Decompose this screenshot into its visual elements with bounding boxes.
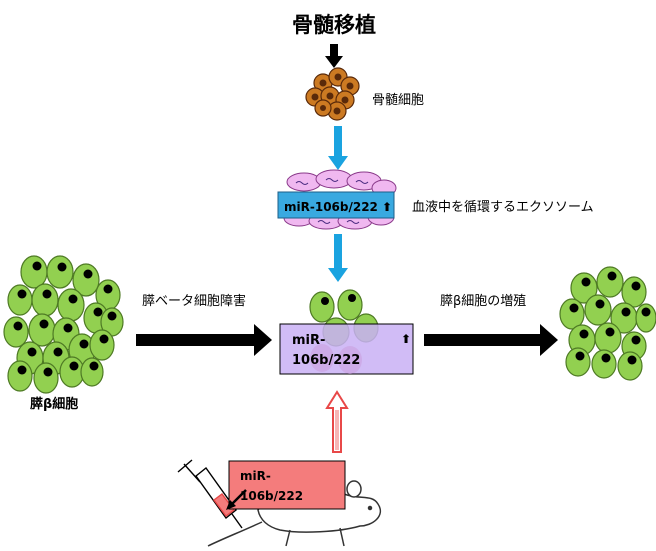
beta-cell <box>31 283 59 317</box>
beta-cell <box>635 303 656 333</box>
beta-cell <box>33 362 59 394</box>
beta-cell-nucleus <box>53 347 63 357</box>
mouse-mir-box <box>228 460 346 510</box>
beta-cell-nucleus <box>621 307 631 317</box>
beta-cell-nucleus <box>579 329 589 339</box>
beta-cell <box>57 288 85 322</box>
beta-cell <box>584 294 612 326</box>
beta-cell-nucleus <box>605 327 615 337</box>
beta-cell-nucleus <box>607 271 617 281</box>
beta-cell-nucleus <box>39 319 49 329</box>
beta-cell-nucleus <box>595 299 605 309</box>
beta-cell <box>7 360 33 392</box>
beta-cell <box>570 272 598 304</box>
center-up-arrow-icon: ⬆ <box>401 332 411 346</box>
beta-cell-nucleus <box>581 277 591 287</box>
bone-marrow-cells-icon <box>305 67 360 121</box>
beta-cell-nucleus <box>43 367 53 377</box>
beta-cell <box>89 329 115 361</box>
proliferation-label: 膵β細胞の増殖 <box>440 293 526 309</box>
beta-cells-left-label: 膵β細胞 <box>30 396 78 412</box>
exosome-caption: 血液中を循環するエクソソーム <box>412 200 594 215</box>
center-box-line1: miR- <box>292 333 325 348</box>
down-arrow-title <box>325 44 343 68</box>
beta-cells-left-cluster <box>3 255 124 394</box>
beta-cell-nucleus <box>89 361 99 371</box>
beta-cell-nucleus <box>79 339 89 349</box>
beta-cell-nucleus <box>601 353 611 363</box>
beta-cell <box>72 263 100 297</box>
beta-cell-nucleus <box>57 262 67 272</box>
center-box-line2: 106b/222 <box>292 353 360 368</box>
injury-label: 膵ベータ細胞障害 <box>142 293 246 309</box>
beta-cell-nucleus <box>631 335 641 345</box>
beta-cell-nucleus <box>13 321 23 331</box>
beta-cell-nucleus <box>42 289 52 299</box>
beta-cell-nucleus <box>32 261 42 271</box>
exosome-box-text: miR-106b/222 <box>284 200 378 214</box>
beta-cell <box>3 316 29 348</box>
beta-cell <box>596 266 624 298</box>
proliferation-arrow <box>424 324 558 356</box>
blue-arrow-upper <box>328 126 348 170</box>
beta-cell-nucleus <box>631 281 641 291</box>
injection-arrow <box>226 489 247 510</box>
bone-marrow-cells-label: 骨髄細胞 <box>372 93 424 108</box>
blue-arrow-lower <box>328 234 348 282</box>
beta-cell <box>28 313 56 347</box>
beta-cell-nucleus <box>627 355 637 365</box>
mouse-box-line1: miR- <box>240 469 271 483</box>
beta-cell-nucleus <box>93 307 103 317</box>
beta-cell-nucleus <box>103 284 113 294</box>
injury-arrow <box>136 324 272 356</box>
beta-cell-nucleus <box>27 347 37 357</box>
beta-cell-nucleus <box>107 311 117 321</box>
center-cells-overlay <box>310 344 362 374</box>
beta-cell-nucleus <box>99 334 109 344</box>
beta-cell <box>20 255 48 289</box>
beta-cell <box>594 322 622 354</box>
beta-cells-right-cluster <box>559 266 656 381</box>
beta-cell-nucleus <box>69 361 79 371</box>
beta-cell-nucleus <box>83 269 93 279</box>
beta-cell-nucleus <box>575 351 585 361</box>
exosome-up-arrow-icon: ⬆ <box>382 200 392 214</box>
beta-cell-nucleus <box>17 289 27 299</box>
syringe-icon <box>177 459 243 529</box>
exosome-box <box>277 191 395 219</box>
beta-cell-nucleus <box>641 307 651 317</box>
beta-cell-nucleus <box>63 323 73 333</box>
beta-cell <box>7 284 33 316</box>
title-text: 骨髄移植 <box>292 13 376 37</box>
beta-cell-nucleus <box>68 294 78 304</box>
beta-cell <box>46 255 74 289</box>
beta-cell-nucleus <box>17 365 27 375</box>
mouse-box-line2: 106b/222 <box>240 489 303 503</box>
beta-cell-nucleus <box>569 303 579 313</box>
